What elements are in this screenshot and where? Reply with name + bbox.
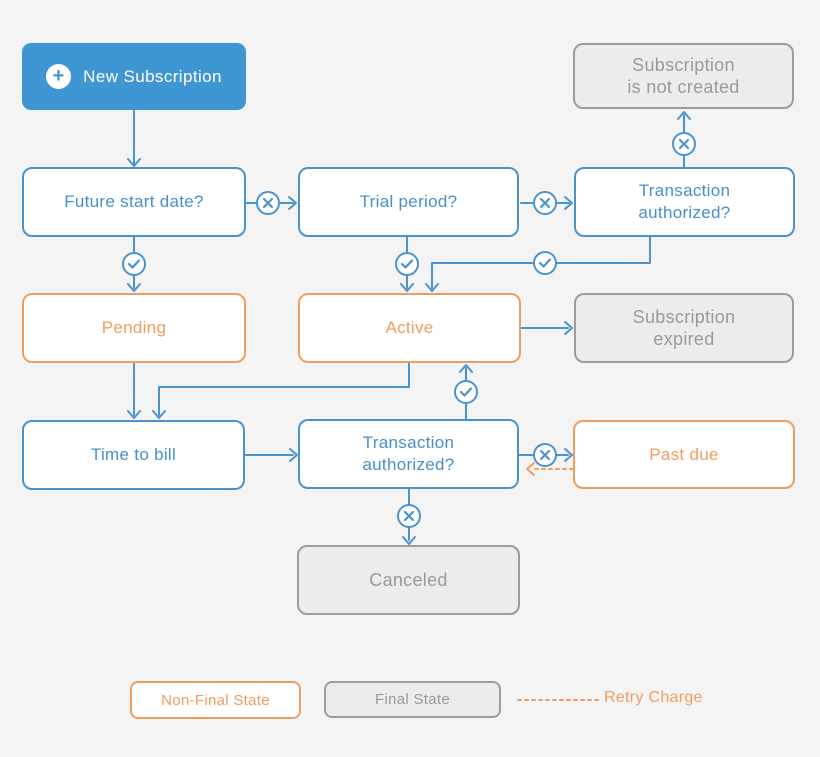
arrowhead-down-icon <box>127 283 141 292</box>
node-transaction-authorized-bottom: Transaction authorized? <box>298 419 519 489</box>
arrowhead-right-icon <box>564 196 573 210</box>
arrowhead-up-icon <box>677 111 691 120</box>
check-icon <box>122 252 146 276</box>
arrowhead-right-icon <box>564 321 573 335</box>
node-canceled: Canceled <box>297 545 520 615</box>
legend-label: Final State <box>374 691 450 708</box>
arrowhead-up-icon <box>459 364 473 373</box>
check-icon <box>454 380 478 404</box>
node-trial-period: Trial period? <box>298 167 519 237</box>
check-icon <box>533 251 557 275</box>
node-label: Future start date? <box>64 192 204 211</box>
node-future-start-date: Future start date? <box>22 167 246 237</box>
arrowhead-down-icon <box>400 283 414 292</box>
node-label: Transaction authorized? <box>638 181 731 222</box>
arrowhead-down-icon <box>425 283 439 292</box>
edge-active-to-time-to-bill <box>158 362 410 416</box>
legend-final-state: Final State <box>324 681 501 718</box>
legend-non-final-state: Non-Final State <box>130 681 301 719</box>
node-active: Active <box>298 293 521 363</box>
cross-icon <box>397 504 421 528</box>
new-subscription-label: New Subscription <box>83 66 222 86</box>
check-icon <box>395 252 419 276</box>
arrowhead-down-icon <box>402 536 416 545</box>
arrowhead-down-icon <box>127 410 141 419</box>
node-subscription-not-created: Subscription is not created <box>573 43 794 109</box>
node-pending: Pending <box>22 293 246 363</box>
arrowhead-right-icon <box>288 196 297 210</box>
node-time-to-bill: Time to bill <box>22 420 245 490</box>
arrowhead-right-icon <box>289 448 298 462</box>
legend-retry-charge-label: Retry Charge <box>604 689 703 706</box>
cross-icon <box>533 191 557 215</box>
cross-icon <box>256 191 280 215</box>
node-label: Canceled <box>369 570 448 590</box>
arrowhead-left-icon <box>526 462 535 476</box>
legend-label: Non-Final State <box>161 691 270 709</box>
node-label: Active <box>385 318 434 337</box>
node-label: Time to bill <box>90 445 177 464</box>
new-subscription-button[interactable]: + New Subscription <box>22 43 246 110</box>
node-label: Transaction authorized? <box>362 433 455 474</box>
node-label: Past due <box>649 444 719 464</box>
arrowhead-right-icon <box>564 448 573 462</box>
node-label: Pending <box>101 318 167 337</box>
cross-icon <box>533 443 557 467</box>
node-label: Trial period? <box>359 192 458 211</box>
node-subscription-expired: Subscription expired <box>574 293 794 363</box>
arrowhead-down-icon <box>127 158 141 167</box>
cross-icon <box>672 132 696 156</box>
arrowhead-down-icon <box>152 410 166 419</box>
node-transaction-authorized-top: Transaction authorized? <box>574 167 795 237</box>
plus-icon: + <box>46 64 72 89</box>
node-label: Subscription is not created <box>627 55 740 97</box>
node-past-due: Past due <box>573 420 795 489</box>
node-label: Subscription expired <box>632 307 736 349</box>
